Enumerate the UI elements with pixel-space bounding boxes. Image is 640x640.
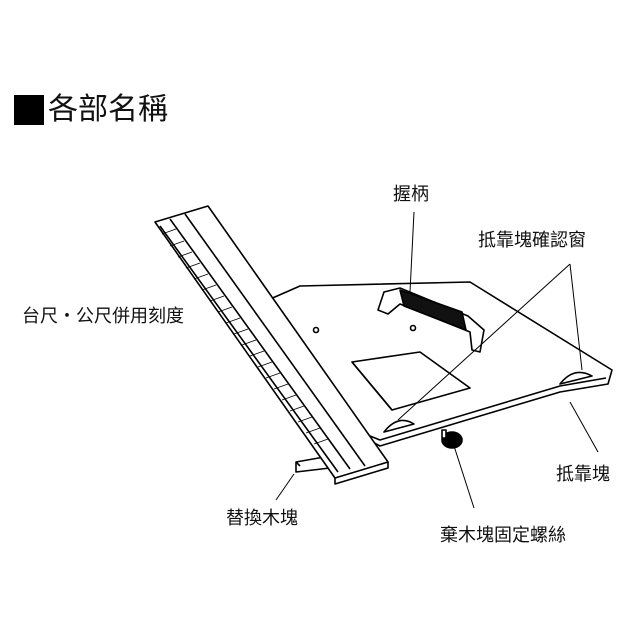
leader-replacement-block xyxy=(275,473,295,501)
label-stop-block-window: 抵靠塊確認窗 xyxy=(478,230,586,251)
leader-handle xyxy=(409,211,415,293)
square-bullet-icon xyxy=(14,95,44,125)
label-screw: 棄木塊固定螺絲 xyxy=(440,525,566,546)
page-title: 各部名稱 xyxy=(14,95,168,125)
label-stop-block: 抵靠塊 xyxy=(556,464,610,485)
stop-block-window-right xyxy=(559,371,593,385)
label-handle: 握柄 xyxy=(393,184,429,205)
leader-window-right xyxy=(569,263,583,371)
leader-stop-block xyxy=(569,401,599,453)
leader-screw xyxy=(453,445,475,509)
title-text: 各部名稱 xyxy=(48,92,168,127)
leader-window-left xyxy=(397,263,571,421)
label-replacement-block: 替換木塊 xyxy=(226,508,298,529)
screw-knob xyxy=(441,431,463,449)
label-scale: 台尺・公尺併用刻度 xyxy=(22,306,184,327)
stop-block-window-left xyxy=(383,419,415,433)
